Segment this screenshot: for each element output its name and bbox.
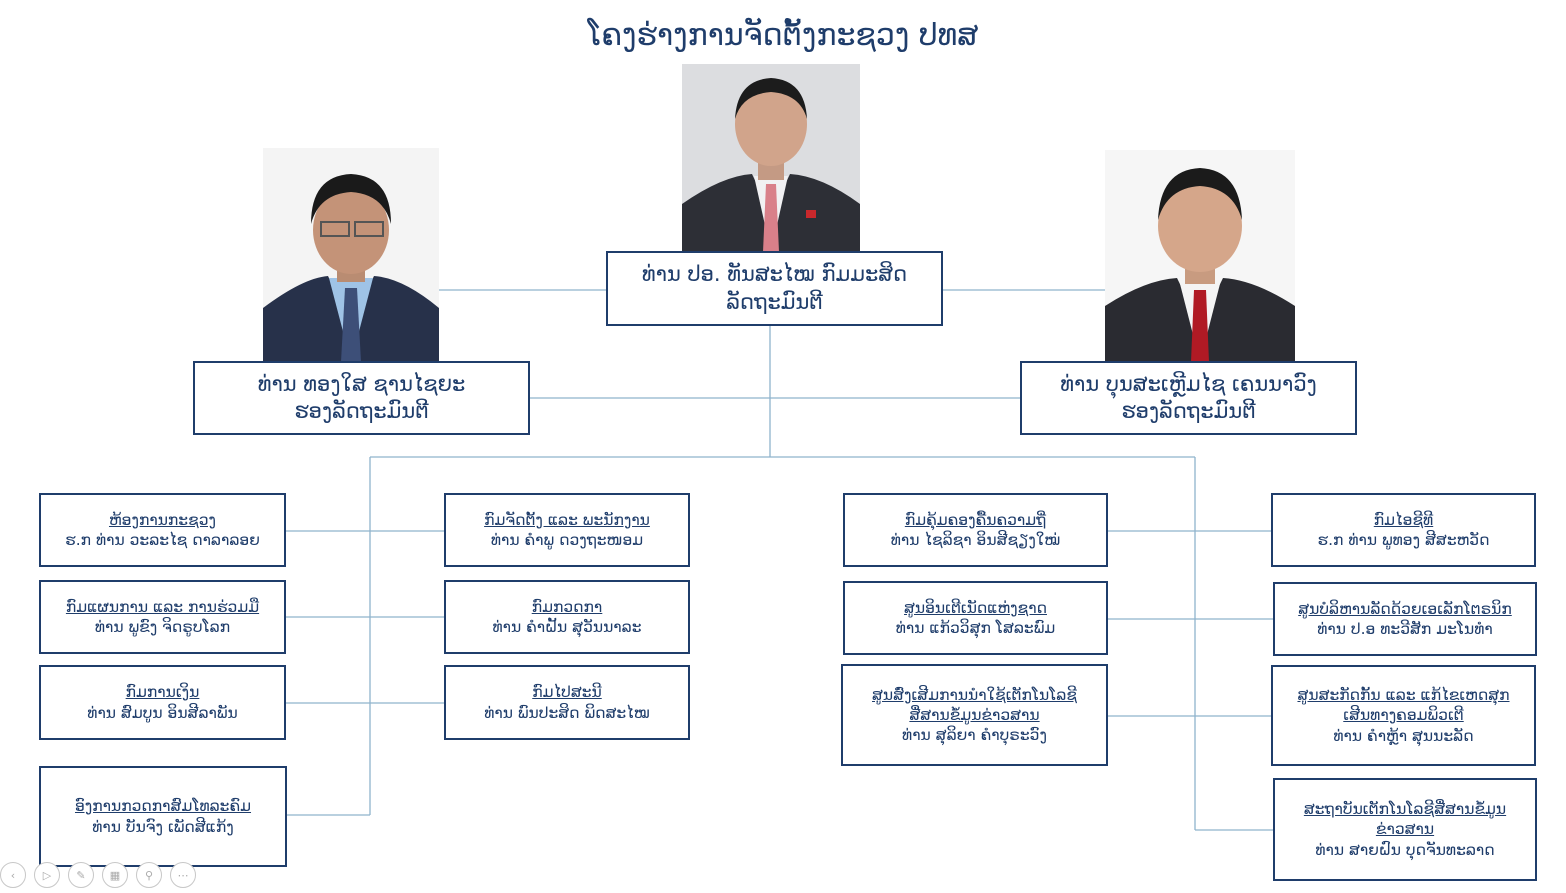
minister-title: ລັດຖະມົນຕີ — [726, 289, 823, 314]
dept-name: ສູນບໍລິຫານລັດດ້ວຍເອເລັກໂຕຣນິກ — [1298, 599, 1512, 618]
dept-box: ສູນສະກັດກັ້ນ ແລະ ແກ້ໄຂເຫດສຸກ ເສີນທາງຄອມພ… — [1271, 665, 1536, 766]
dept-box: ສູນບໍລິຫານລັດດ້ວຍເອເລັກໂຕຣນິກ ທ່ານ ປ.ອ ທ… — [1273, 582, 1537, 656]
dept-head: ຮ.ກ ທ່ານ ພູທອງ ສີສະຫວັດ — [1317, 531, 1490, 549]
dept-head: ທ່ານ ປ.ອ ທະວີສັກ ມະໂນທຳ — [1317, 620, 1493, 638]
dept-box: ສູນອິນເຕີເນັດແຫ່ງຊາດ ທ່ານ ແກ້ວວິສຸກ ໂສລະ… — [843, 581, 1108, 655]
dept-name: ສູນອິນເຕີເນັດແຫ່ງຊາດ — [904, 598, 1047, 617]
deputy-left-photo — [263, 148, 439, 362]
dept-box: ກົມກວດກາ ທ່ານ ຄຳຝັ້ນ ສຸວັນນາລະ — [444, 580, 690, 654]
dept-head: ທ່ານ ໄຊລິຊາ ອິນສີຊຽງໃໝ່ — [890, 531, 1061, 549]
dept-head: ທ່ານ ພົນປະສິດ ພິດສະໄໝ — [484, 703, 650, 722]
deputy-right-photo — [1105, 150, 1295, 362]
dept-name: ກົມໄອຊີທີ — [1373, 510, 1434, 529]
grid-icon[interactable]: ▦ — [102, 862, 128, 888]
deputy-left-title: ຮອງລັດຖະມົນຕີ — [294, 399, 429, 423]
dept-box: ກົມຈັດຕັ້ງ ແລະ ພະນັກງານ ທ່ານ ຄຳພູ ດວງຖະໜ… — [444, 493, 690, 567]
dept-head: ທ່ານ ຄຳຝັ້ນ ສຸວັນນາລະ — [492, 618, 642, 636]
more-icon[interactable]: ⋯ — [170, 862, 196, 888]
deputy-left-name: ທ່ານ ທອງໃສ ຊານໄຊຍະ — [257, 371, 466, 396]
dept-name: ຫ້ອງການກະຊວງ — [108, 510, 216, 529]
dept-box: ອົງການກວດກາສົມໂທລະຄົມ ທ່ານ ບັນຈົງ ເພັດສີ… — [39, 766, 287, 867]
minister-photo — [682, 64, 860, 252]
dept-head: ທ່ານ ສຸລິຍາ ຄຳບຸຣະວົງ — [902, 726, 1047, 745]
presentation-toolbar: ‹ ▷ ✎ ▦ ⚲ ⋯ — [0, 862, 196, 888]
dept-head: ທ່ານ ສົມບູນ ອິນສີລາພັນ — [87, 703, 238, 722]
dept-name: ອົງການກວດກາສົມໂທລະຄົມ — [74, 797, 252, 816]
dept-box: ກົມການເງິນ ທ່ານ ສົມບູນ ອິນສີລາພັນ — [39, 665, 286, 740]
minister-name: ທ່ານ ປອ. ທັນສະໄໝ ກົມມະສິດ — [641, 262, 908, 287]
dept-name: ກົມກວດກາ — [531, 597, 603, 616]
dept-name: ກົມຈັດຕັ້ງ ແລະ ພະນັກງານ — [484, 510, 650, 529]
deputy-right-name: ທ່ານ ບຸນສະເຫຼີມໄຊ ເຄນນາວົງ — [1060, 371, 1317, 396]
deputy-right-title: ຮອງລັດຖະມົນຕີ — [1121, 399, 1256, 423]
dept-head: ທ່ານ ສາຍຝົນ ບຸດຈັນທະລາດ — [1315, 840, 1495, 859]
dept-box: ກົມໄອຊີທີ ຮ.ກ ທ່ານ ພູທອງ ສີສະຫວັດ — [1271, 493, 1536, 567]
dept-name: ສູນສະກັດກັ້ນ ແລະ ແກ້ໄຂເຫດສຸກ — [1297, 686, 1510, 705]
dept-box: ສູນສົ່ງເສີມການນຳໃຊ້ເຕັກໂນໂລຊີ ສື່ສານຂໍ້ມ… — [841, 664, 1108, 766]
deputy-left-box: ທ່ານ ທອງໃສ ຊານໄຊຍະ ຮອງລັດຖະມົນຕີ — [193, 361, 530, 435]
dept-name: ສູນສົ່ງເສີມການນຳໃຊ້ເຕັກໂນໂລຊີ — [872, 685, 1077, 704]
dept-box: ກົມຄຸ້ມຄອງຄື້ນຄວາມຖີ່ ທ່ານ ໄຊລິຊາ ອິນສີຊ… — [843, 493, 1108, 567]
zoom-icon[interactable]: ⚲ — [136, 862, 162, 888]
dept-head: ທ່ານ ພູຂົງ ຈິດຣູບໂລກ — [94, 618, 231, 636]
page-title: ໂຄງຮ່າງການຈັດຕັ້ງກະຊວງ ປທສ — [587, 18, 979, 53]
dept-name: ສະຖາບັນເຕັກໂນໂລຊີສື່ສານຂໍ້ມູນ — [1303, 800, 1507, 819]
dept-box: ກົມໄປສະນີ ທ່ານ ພົນປະສິດ ພິດສະໄໝ — [444, 665, 690, 740]
dept-head: ທ່ານ ຄຳຫຼ້າ ສຸນນະລັດ — [1333, 726, 1474, 745]
deputy-right-box: ທ່ານ ບຸນສະເຫຼີມໄຊ ເຄນນາວົງ ຮອງລັດຖະມົນຕີ — [1020, 361, 1357, 435]
dept-head: ທ່ານ ຄຳພູ ດວງຖະໜອມ — [490, 531, 644, 549]
dept-box: ຫ້ອງການກະຊວງ ຮ.ກ ທ່ານ ວະລະໄຊ ດາລາລອຍ — [39, 493, 286, 567]
dept-box: ສະຖາບັນເຕັກໂນໂລຊີສື່ສານຂໍ້ມູນ ຂ່າວສານ ທ່… — [1273, 778, 1537, 881]
dept-head: ທ່ານ ແກ້ວວິສຸກ ໂສລະພົມ — [895, 619, 1056, 637]
dept-head: ທ່ານ ບັນຈົງ ເພັດສີແກ້ງ — [92, 817, 234, 836]
play-icon[interactable]: ▷ — [34, 862, 60, 888]
dept-head: ຮ.ກ ທ່ານ ວະລະໄຊ ດາລາລອຍ — [65, 531, 260, 549]
pen-icon[interactable]: ✎ — [68, 862, 94, 888]
dept-box: ກົມແຜນການ ແລະ ການຮ່ວມມື ທ່ານ ພູຂົງ ຈິດຣູ… — [39, 580, 286, 654]
dept-name-line2: ຂ່າວສານ — [1375, 820, 1435, 839]
dept-name-line2: ເສີນທາງຄອມພິວເຕີ — [1343, 706, 1464, 725]
back-icon[interactable]: ‹ — [0, 862, 26, 888]
dept-name: ກົມໄປສະນີ — [532, 683, 602, 702]
minister-box: ທ່ານ ປອ. ທັນສະໄໝ ກົມມະສິດ ລັດຖະມົນຕີ — [606, 251, 943, 326]
dept-name: ກົມຄຸ້ມຄອງຄື້ນຄວາມຖີ່ — [904, 510, 1047, 529]
dept-name-line2: ສື່ສານຂໍ້ມູນຂ່າວສານ — [909, 705, 1040, 724]
dept-name: ກົມແຜນການ ແລະ ການຮ່ວມມື — [65, 597, 260, 616]
dept-name: ກົມການເງິນ — [125, 683, 200, 702]
